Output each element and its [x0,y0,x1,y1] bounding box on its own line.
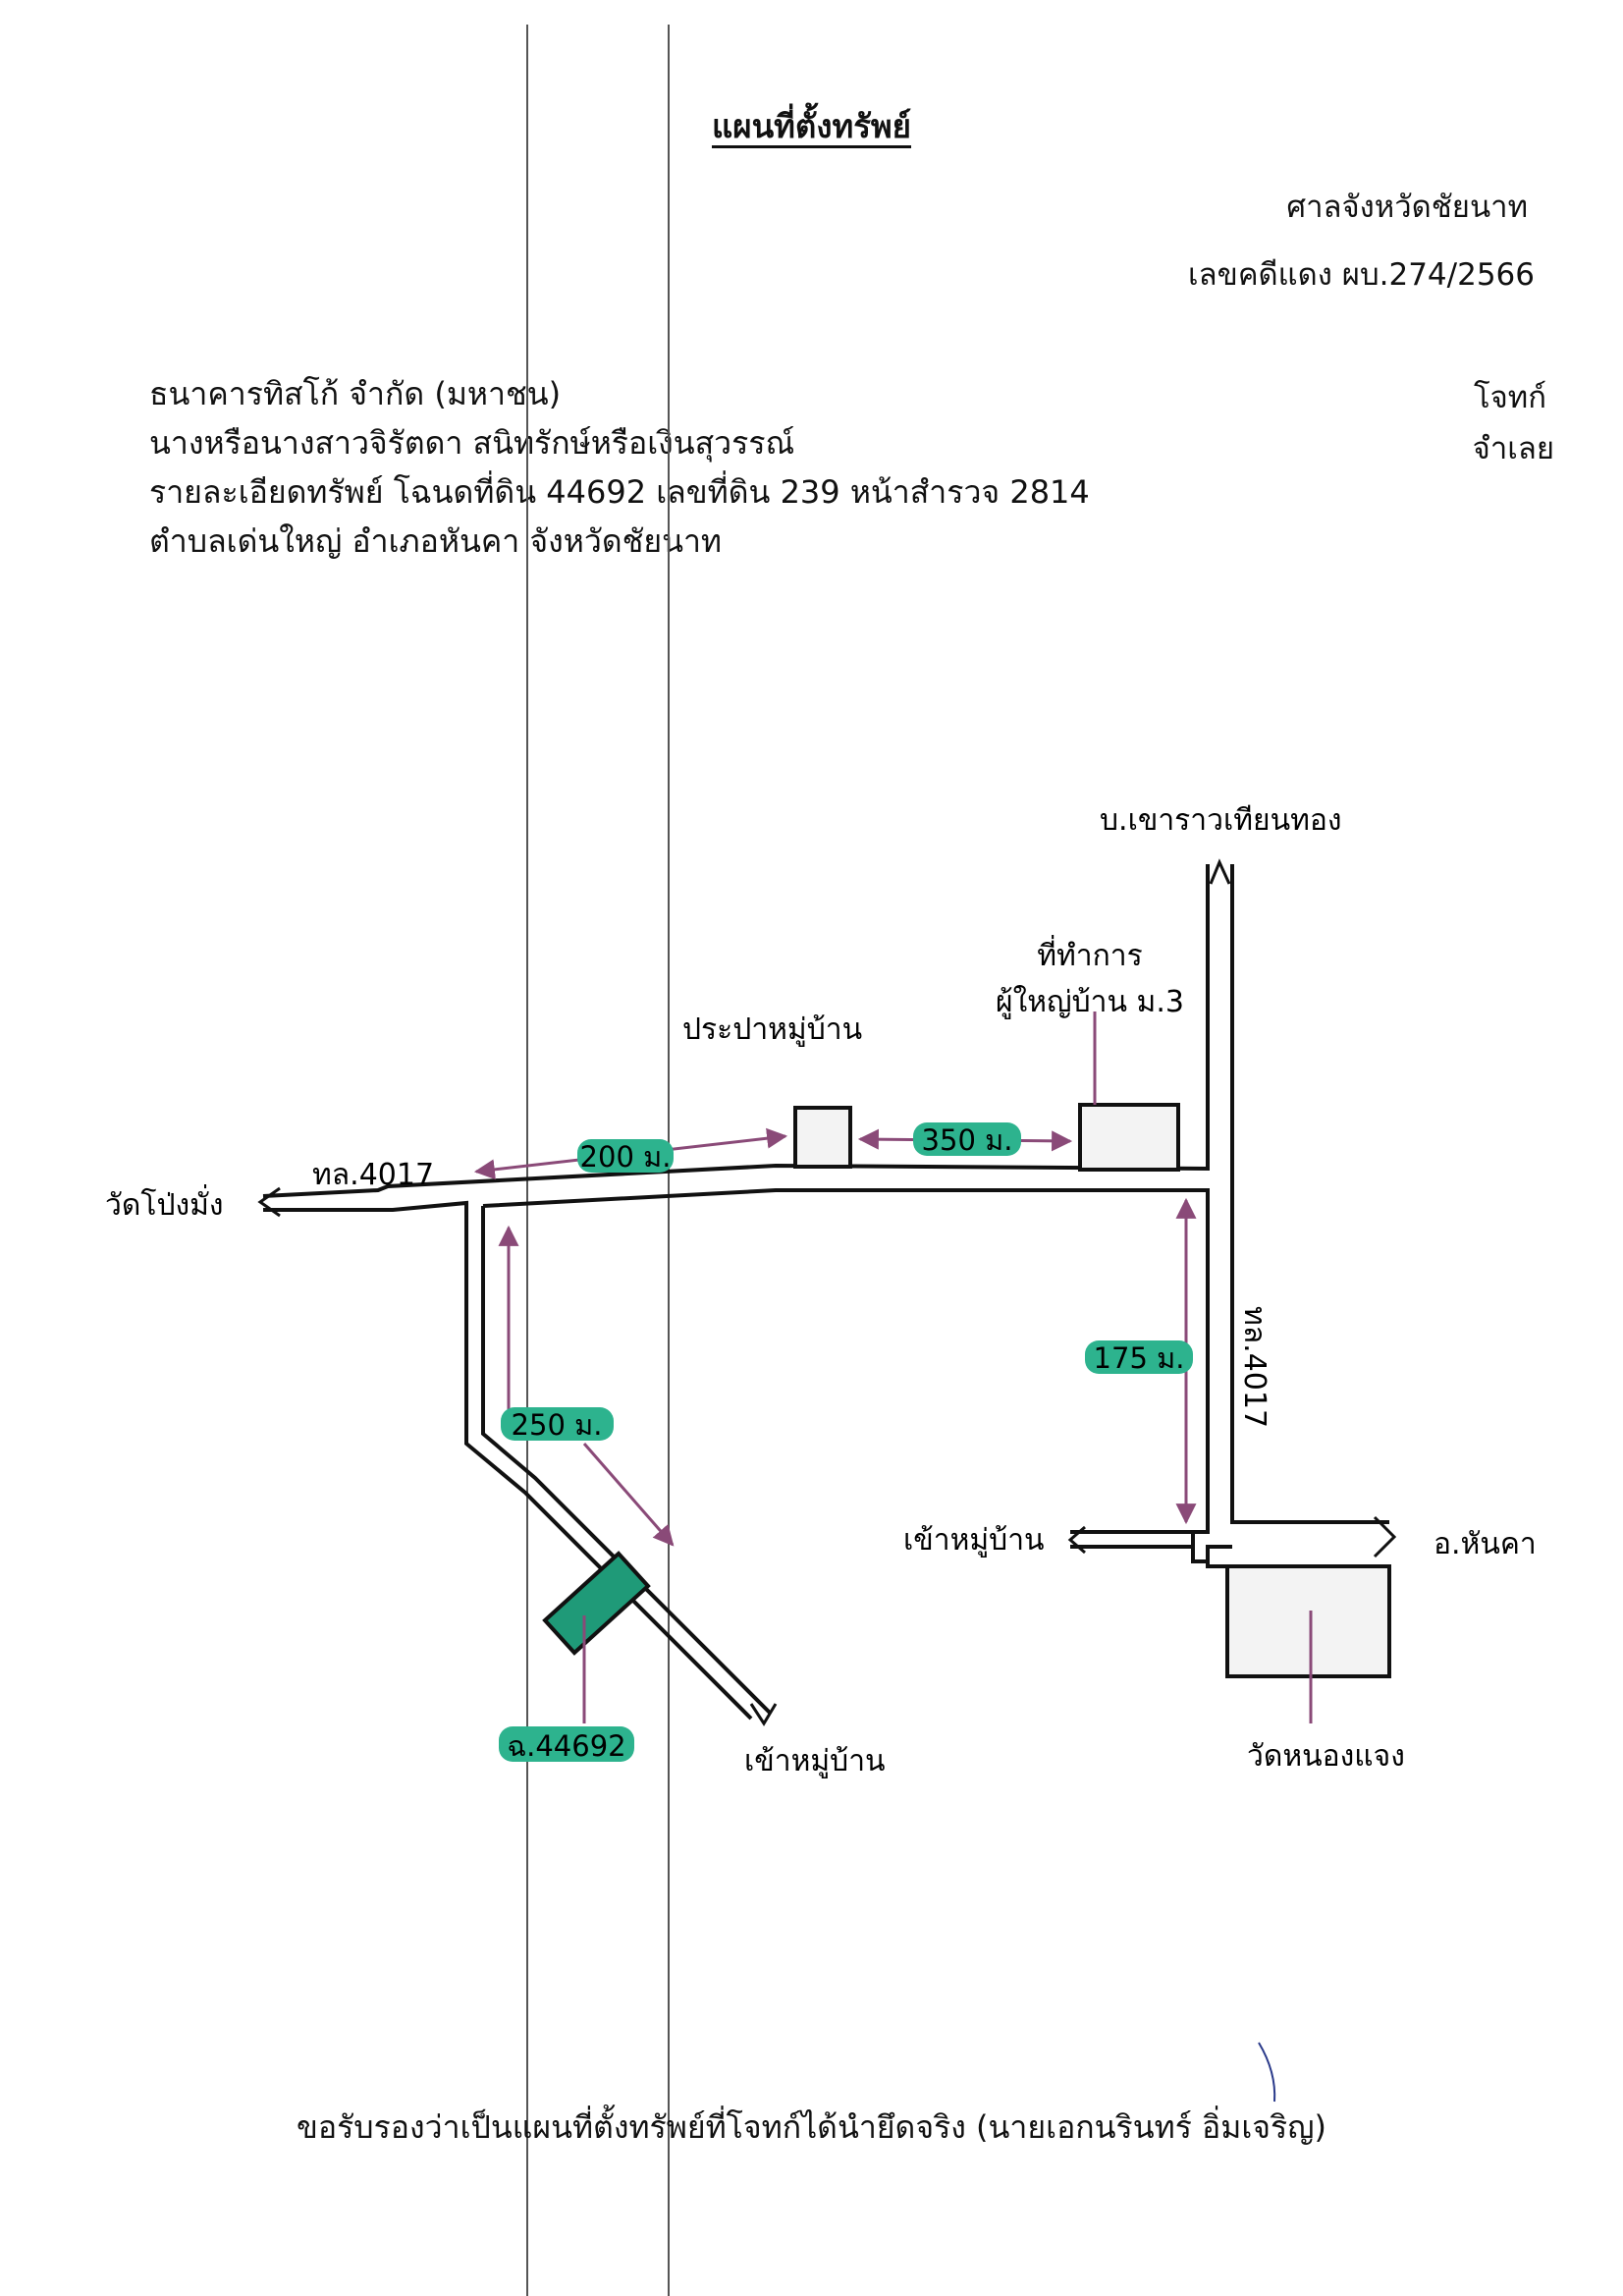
label-village-entry-east: เข้าหมู่บ้าน [903,1523,1045,1558]
road-side-east-edge [481,1206,773,1716]
label-village-entry-south: เข้าหมู่บ้าน [744,1744,886,1778]
arrow-village-icon [1067,1525,1086,1555]
court-name: ศาลจังหวัดชัยนาท [1286,190,1528,225]
highlight-175m [1085,1340,1193,1374]
waterworks-building [793,1106,852,1169]
road-east-outer-edge [1230,864,1389,1524]
label-district-east: อ.หันคา [1434,1527,1537,1561]
label-waterworks: ประปาหมู่บ้าน [682,1012,862,1047]
label-headman-office-2: ผู้ใหญ่บ้าน ม.3 [996,985,1184,1019]
distance-200m: 200 ม. [580,1140,672,1174]
arrow-south-icon [749,1703,778,1726]
arrow-east-icon [1373,1515,1397,1558]
certification-text: ขอรับรองว่าเป็นแผนที่ตั้งทรัพย์ที่โจทก์ไ… [297,2108,1326,2146]
arrow-250m-diagonal [582,1443,675,1547]
defendant-name: นางหรือนางสาวจิรัตดา สนิทรักษ์หรือเงินสุ… [149,424,795,462]
road-network [262,864,1389,1721]
label-north-village: บ.เขาราวเทียนทอง [1100,803,1342,838]
parcel-label: ฉ.44692 [507,1729,625,1763]
case-number: เลขคดีแดง ผบ.274/2566 [1188,257,1535,293]
label-headman-office-1: ที่ทำการ [1037,935,1143,973]
road-east-inner-edge [482,1188,1210,1547]
property-detail: รายละเอียดทรัพย์ โฉนดที่ดิน 44692 เลขที่… [149,473,1090,511]
signature-mark [1258,2042,1276,2103]
label-temple-south: วัดหนองแจง [1247,1739,1405,1774]
road-village-entry-bottom [1070,1545,1208,1563]
arrow-west-icon [257,1186,281,1218]
arrow-north-icon [1209,858,1231,885]
highlight-350m [913,1122,1021,1156]
defendant-role: จำเลย [1472,431,1554,466]
distance-arrows [473,1127,1197,1547]
label-temple-west: วัดโป่งมั่ง [105,1184,224,1223]
road-east-lower-edge [1206,1545,1389,1568]
highlight-200m [577,1139,674,1173]
property-location: ตำบลเด่นใหญ่ อำเภอหันคา จังหวัดชัยนาท [149,522,722,560]
page-title: แผนที่ตั้งทรัพย์ [711,107,912,145]
label-road-east: ทล.4017 [1237,1306,1271,1428]
highlight-250m [501,1407,614,1441]
headman-office-building [1078,1103,1180,1172]
plaintiff-role: โจทก์ [1473,380,1546,415]
distance-350m: 350 ม. [922,1123,1013,1157]
road-end-arrows [257,858,1397,1726]
distance-250m: 250 ม. [512,1408,603,1442]
plaintiff-name: ธนาคารทิสโก้ จำกัด (มหาชน) [149,375,562,412]
temple-nongjaeng-building [1225,1564,1391,1678]
label-road-west: ทล.4017 [312,1158,434,1192]
highlight-parcel [499,1726,634,1762]
distance-175m: 175 ม. [1094,1341,1185,1375]
road-side-west-edge [263,1200,753,1721]
land-parcel [542,1551,651,1656]
